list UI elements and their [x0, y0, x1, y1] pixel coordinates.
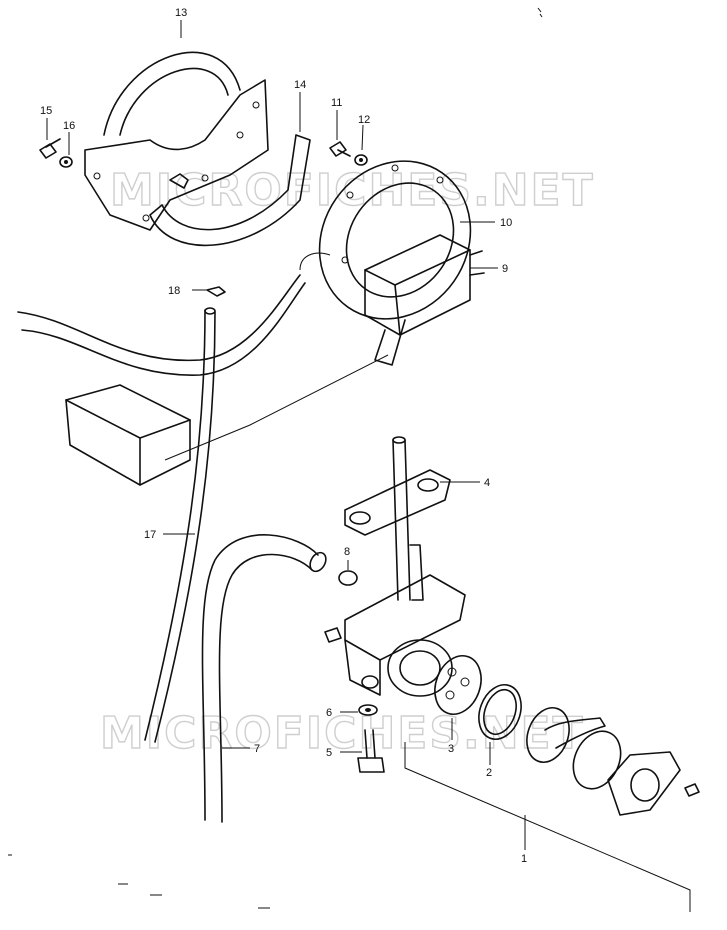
callout-9: 9 [502, 263, 508, 275]
leader-lines [46, 20, 691, 912]
callout-5: 5 [326, 747, 332, 759]
callout-15: 15 [40, 105, 52, 117]
callout-16: 16 [63, 120, 75, 132]
callout-17: 17 [144, 529, 156, 541]
callout-4: 4 [484, 477, 490, 489]
washer-6 [358, 704, 378, 716]
bolt-15 [39, 138, 61, 159]
callout-10: 10 [500, 217, 512, 229]
callout-13: 13 [175, 7, 187, 19]
hose-7 [201, 534, 327, 823]
watermark-bottom: MICROFICHES.NET [100, 708, 585, 759]
callout-6: 6 [326, 707, 332, 719]
hose-17 [144, 307, 216, 743]
bolt-11 [329, 141, 351, 157]
clip-18 [206, 286, 226, 297]
rubber-strip-14 [149, 134, 311, 247]
bolt-5 [357, 729, 385, 773]
callout-14: 14 [294, 79, 306, 91]
callout-2: 2 [486, 767, 492, 779]
callout-1: 1 [521, 853, 527, 865]
screw [684, 783, 700, 797]
clip-8 [338, 570, 358, 586]
callout-18: 18 [168, 285, 180, 297]
cover-plate [607, 751, 681, 816]
valve-disc-3 [434, 655, 482, 715]
callout-12: 12 [358, 114, 370, 126]
o-ring-2 [478, 684, 522, 740]
callout-8: 8 [344, 546, 350, 558]
callout-3: 3 [448, 743, 454, 755]
watermark-top: MICROFICHES.NET [110, 165, 595, 216]
washer-16 [59, 156, 73, 168]
fuel-gauge-unit-9 [164, 234, 485, 461]
callout-11: 11 [331, 97, 342, 109]
scan-marks [8, 7, 543, 909]
tank-bracket-13 [84, 51, 269, 231]
valve-lever [526, 707, 606, 763]
washer-12 [354, 154, 368, 166]
gasket-4 [344, 469, 451, 536]
callout-7: 7 [254, 743, 260, 755]
vent-hose [17, 274, 306, 376]
fuel-cock-body [324, 436, 466, 697]
fuel-gauge-float [65, 384, 191, 486]
